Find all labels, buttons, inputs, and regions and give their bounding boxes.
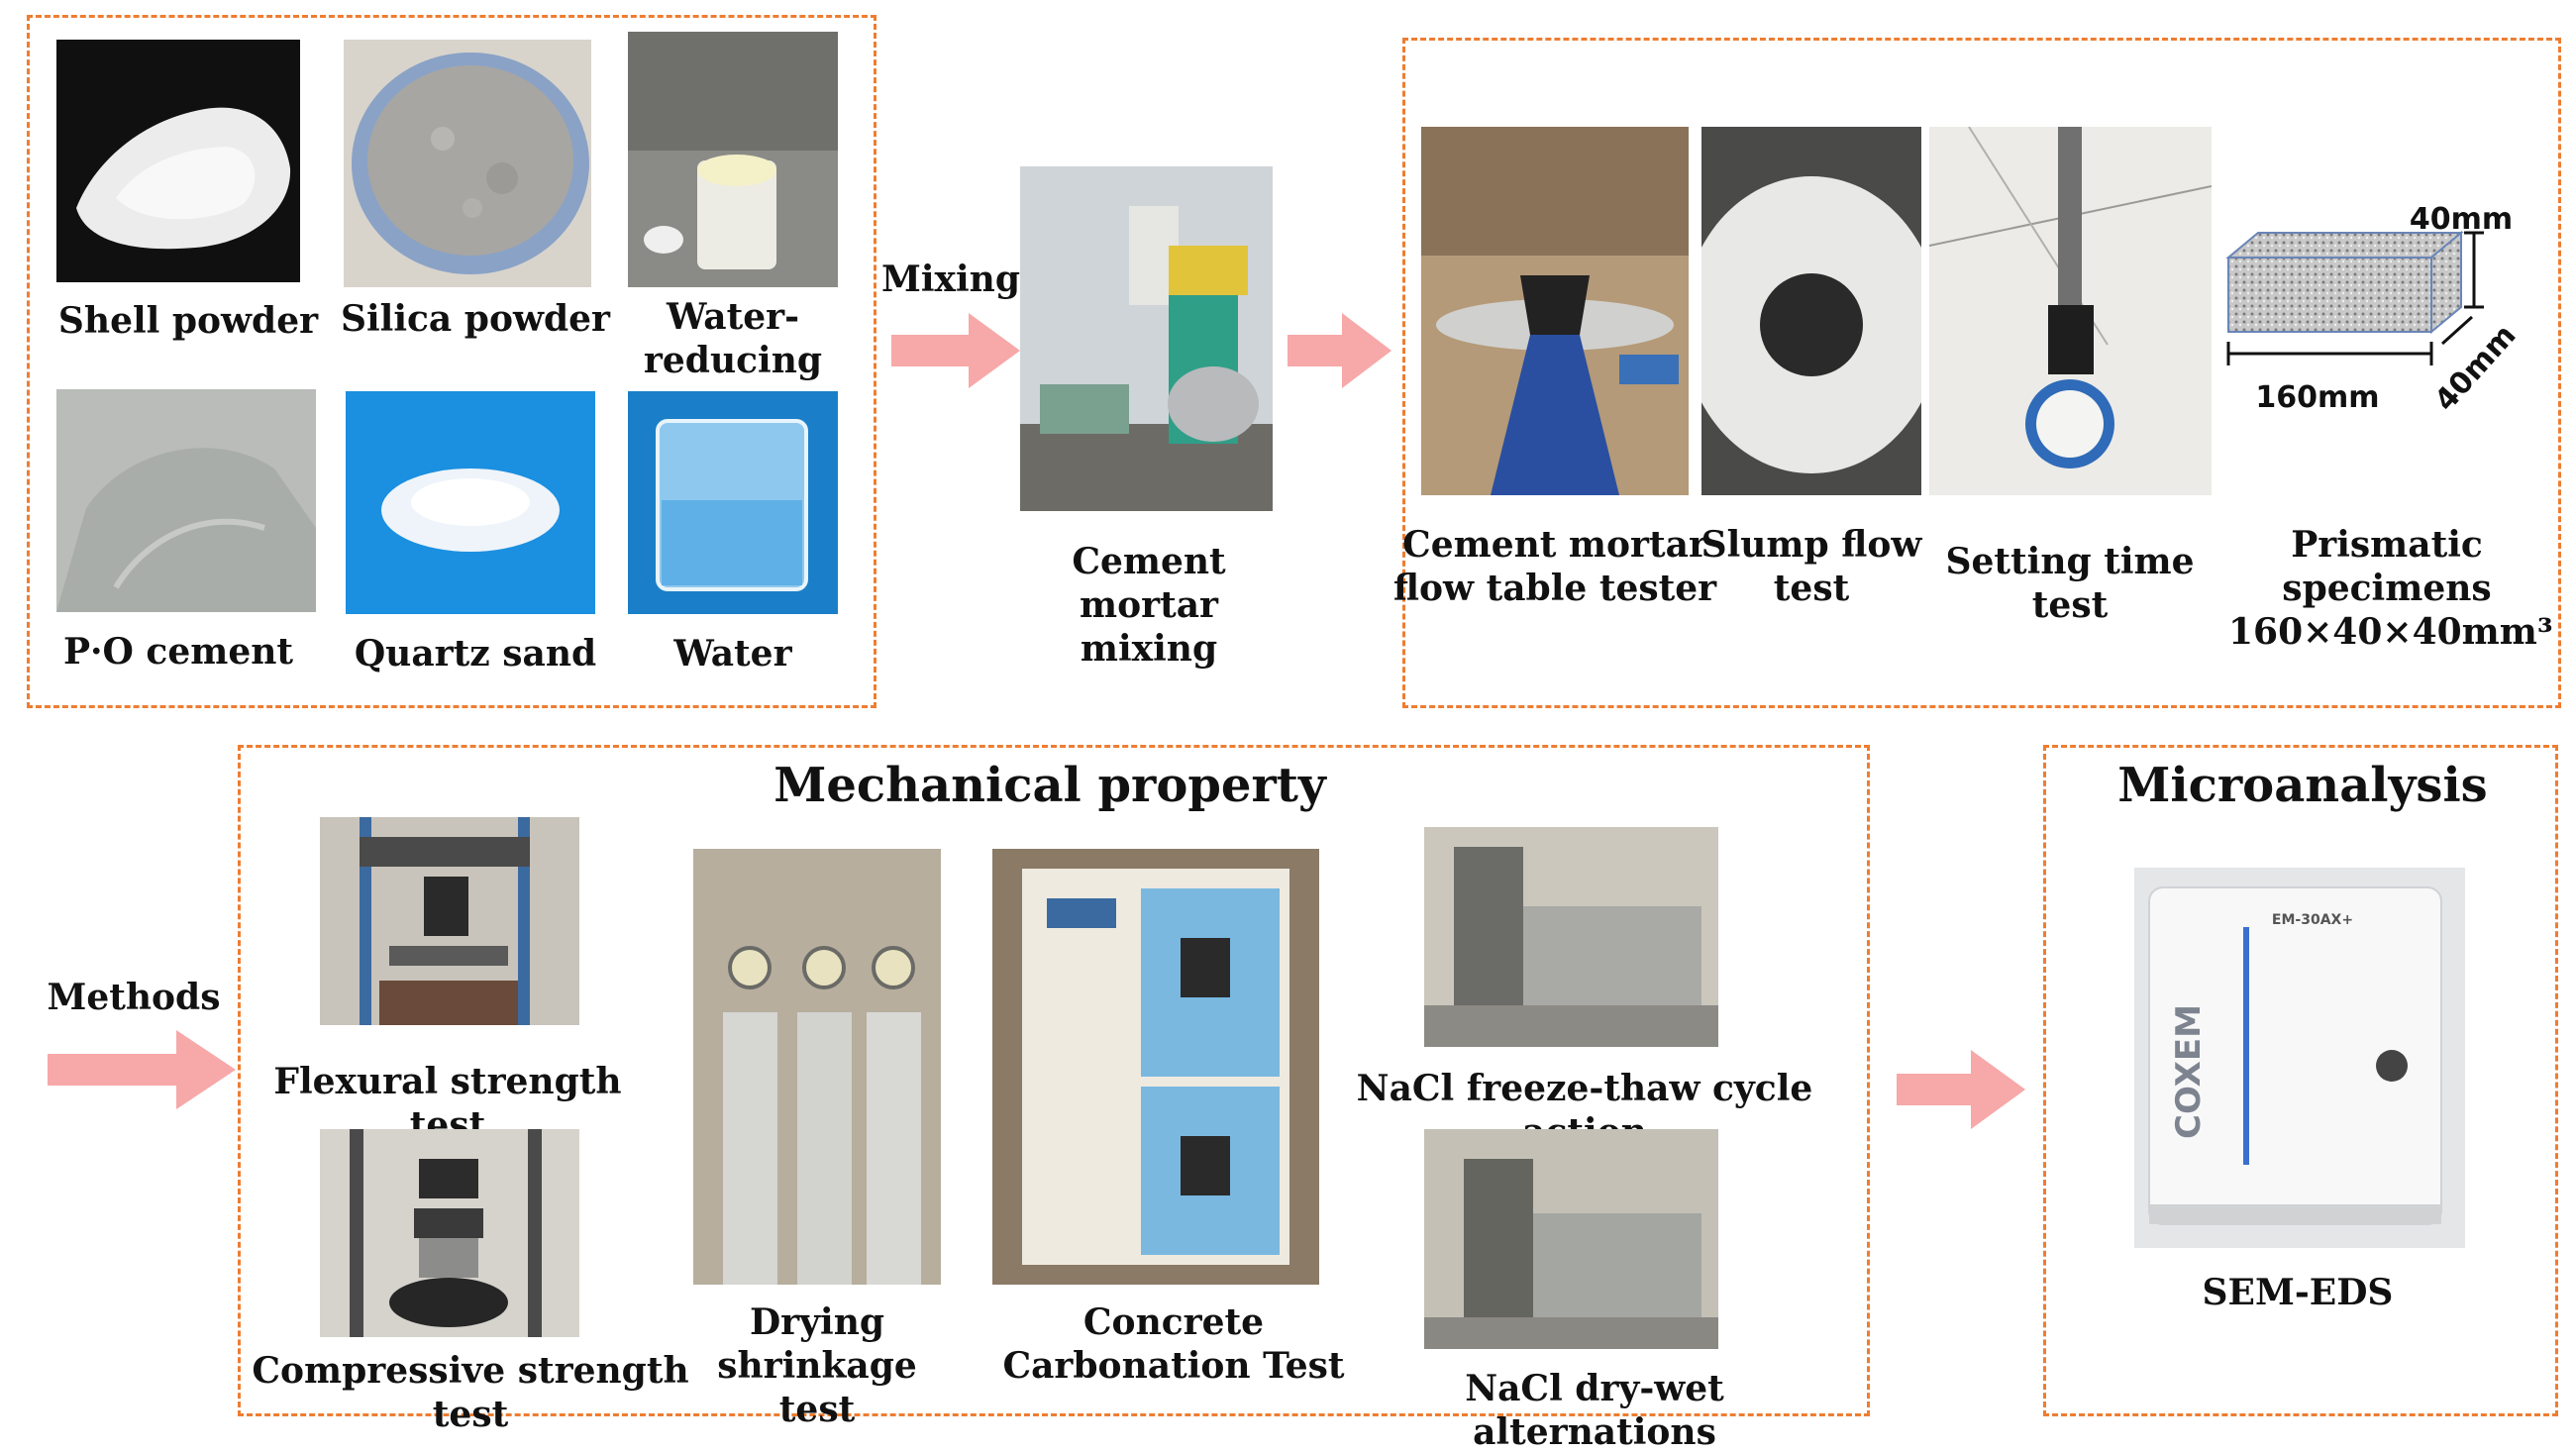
prismatic-line3: 160×40×40mm³ [2228,611,2553,653]
dry-wet-photo [1424,1129,1718,1349]
setting-time-photo [1929,127,2212,495]
drying-shrinkage-line2: test [778,1389,856,1430]
water-reducing-line1: Water- [666,296,800,338]
drying-shrinkage-line1: Drying shrinkage [717,1301,917,1387]
carbonation-line1: Concrete [1082,1301,1265,1343]
silica-powder-label: Silica powder [340,298,611,340]
dim-length-label: 160mm [2255,380,2380,415]
mechanical-property-title: Mechanical property [773,758,1326,813]
slump-flow-label: Slump flow test [1699,523,1924,610]
arrow-to-microanalysis [1897,1050,2025,1129]
prismatic-line1: Prismatic [2291,524,2483,566]
shell-powder-label: Shell powder [57,300,319,342]
fresh-tests-panel [1402,38,2561,708]
mortar-mixing-line1: Cement mortar [1072,541,1226,626]
prismatic-specimen-drawing [2225,230,2484,365]
flow-table-line2: flow table tester [1392,568,1717,609]
mortar-mixing-line2: mixing [1080,628,1218,670]
dim-top-label: 40mm [2409,202,2514,237]
drying-shrinkage-label: Drying shrinkage test [654,1300,980,1431]
silica-powder-photo [344,40,591,287]
quartz-sand-label: Quartz sand [354,633,597,675]
carbonation-chamber-photo [992,849,1319,1285]
po-cement-label: P·O cement [62,631,294,673]
dry-wet-label: NaCl dry-wet alternations [1465,1368,1724,1453]
sem-brand-label: COXEM [2169,1004,2209,1139]
slump-flow-line2: test [1773,568,1850,609]
freeze-thaw-photo [1424,827,1718,1047]
water-label: Water [673,633,792,675]
flow-table-line1: Cement mortar [1402,524,1707,566]
flexural-test-photo [320,817,579,1025]
microanalysis-title: Microanalysis [2117,758,2488,813]
flexural-label: Flexural strength test [273,1061,622,1146]
slump-flow-line1: Slump flow [1700,524,1922,566]
sem-eds-label: SEM-EDS [2202,1272,2394,1313]
flow-table-label: Cement mortar flow table tester [1391,523,1718,610]
mortar-mixer-photo [1020,166,1273,511]
slump-flow-photo [1701,127,1921,495]
methods-label: Methods [47,977,221,1018]
sem-model-label: EM-30AX+ [2271,912,2354,928]
mechanical-property-panel [238,745,1870,1416]
mixing-arrow-label: Mixing [881,259,1021,300]
carbonation-line2: Carbonation Test [1002,1345,1345,1387]
carbonation-label: Concrete Carbonation Test [990,1300,1357,1388]
shell-powder-photo [56,40,300,282]
compressive-test-photo [320,1129,579,1337]
water-reducing-label: Water- reducing [604,295,862,382]
mortar-mixing-label: Cement mortar mixing [1000,540,1297,671]
water-photo [628,391,838,614]
setting-time-label: Setting time test [1945,541,2195,626]
quartz-sand-photo [346,391,595,614]
drying-shrinkage-photo [693,849,941,1285]
po-cement-photo [56,389,316,612]
sem-eds-photo [2134,868,2465,1248]
flow-table-photo [1421,127,1689,495]
microanalysis-panel [2043,745,2558,1416]
mixing-arrow [891,313,1020,388]
methods-arrow [48,1030,236,1109]
compressive-label: Compressive strength test [252,1350,689,1435]
water-reducing-photo [628,32,838,287]
arrow-to-fresh-tests [1288,313,1391,388]
prismatic-label: Prismatic specimens 160×40×40mm³ [2228,523,2553,654]
prismatic-line2: specimens [2282,568,2492,609]
raw-materials-panel [27,15,876,708]
water-reducing-line2: reducing [643,340,823,381]
